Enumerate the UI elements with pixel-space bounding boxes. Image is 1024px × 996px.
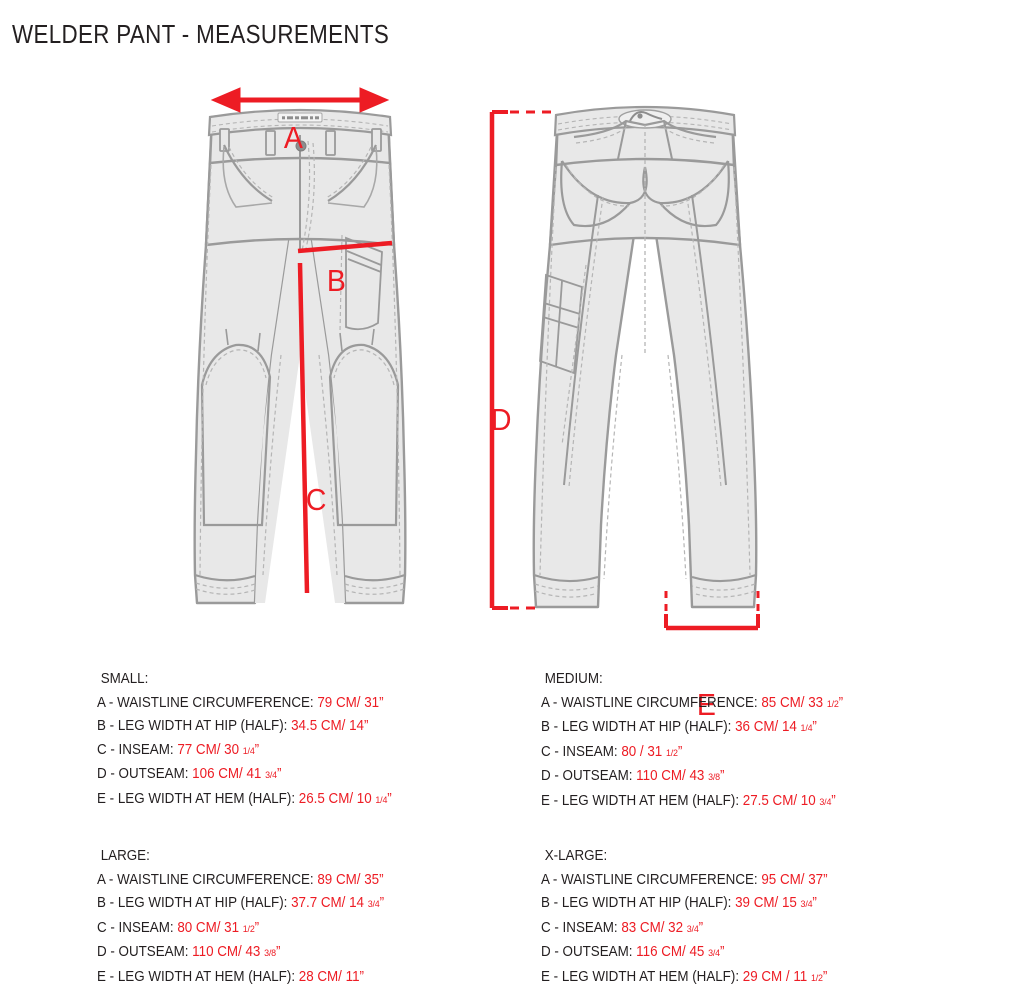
measurement-label: B - LEG WIDTH AT HIP (HALF):: [97, 895, 292, 912]
measurement-value: 34.5 CM/ 14”: [291, 718, 369, 735]
measurement-row: D - OUTSEAM: 106 CM/ 41 3/4”: [97, 763, 392, 788]
measurement-label: D - OUTSEAM:: [541, 944, 637, 961]
brand-label-patch: [277, 112, 323, 123]
measurement-label: D - OUTSEAM:: [97, 766, 193, 783]
measurement-value: 89 CM/ 35”: [317, 871, 384, 888]
dimension-line-d: [489, 110, 556, 610]
size-heading: LARGE:: [100, 848, 150, 864]
measurement-row: E - LEG WIDTH AT HEM (HALF): 29 CM / 11 …: [541, 966, 828, 991]
dimension-arrow-a: [210, 87, 390, 113]
measurement-label: A - WAISTLINE CIRCUMFERENCE:: [97, 871, 318, 888]
measurement-row: A - WAISTLINE CIRCUMFERENCE: 95 CM/ 37”: [541, 869, 828, 893]
technical-drawings-area: A B C D E: [0, 55, 1024, 720]
measurement-row: D - OUTSEAM: 116 CM/ 45 3/4”: [541, 941, 828, 966]
measurement-label: E - LEG WIDTH AT HEM (HALF):: [541, 792, 743, 809]
dimension-label-a: A: [283, 120, 303, 155]
dimension-line-c: [297, 262, 310, 594]
measurement-row: C - INSEAM: 80 / 31 1/2”: [541, 741, 843, 766]
measurement-value: 79 CM/ 31”: [317, 694, 384, 711]
measurement-label: A - WAISTLINE CIRCUMFERENCE:: [541, 871, 762, 888]
size-spec-large: LARGE: A - WAISTLINE CIRCUMFERENCE: 89 CM…: [97, 845, 406, 990]
measurement-row: D - OUTSEAM: 110 CM/ 43 3/8”: [541, 765, 843, 790]
measurement-value: 116 CM/ 45 3/4”: [636, 944, 725, 961]
measurement-label: C - INSEAM:: [97, 919, 178, 936]
measurement-label: D - OUTSEAM:: [97, 944, 193, 961]
measurement-label: A - WAISTLINE CIRCUMFERENCE:: [541, 694, 762, 711]
tool-pocket: [345, 236, 383, 331]
measurement-row: E - LEG WIDTH AT HEM (HALF): 28 CM/ 11”: [97, 966, 384, 990]
size-heading: X-LARGE:: [544, 848, 608, 864]
measurement-row: C - INSEAM: 80 CM/ 31 1/2”: [97, 917, 384, 942]
measurement-value: 29 CM / 11 1/2”: [742, 968, 828, 985]
measurement-value: 39 CM/ 15 3/4”: [735, 895, 817, 912]
measurement-row: B - LEG WIDTH AT HIP (HALF): 34.5 CM/ 14…: [97, 715, 392, 739]
page-title: WELDER PANT - MEASUREMENTS: [12, 19, 390, 49]
measurement-value: 77 CM/ 30 1/4”: [177, 741, 260, 758]
measurement-row: E - LEG WIDTH AT HEM (HALF): 26.5 CM/ 10…: [97, 788, 392, 813]
measurement-value: 85 CM/ 33 1/2”: [761, 694, 844, 711]
measurement-row: E - LEG WIDTH AT HEM (HALF): 27.5 CM/ 10…: [541, 790, 843, 815]
dimension-label-c: C: [305, 482, 327, 517]
measurement-row: C - INSEAM: 77 CM/ 30 1/4”: [97, 739, 392, 764]
size-spec-medium: MEDIUM: A - WAISTLINE CIRCUMFERENCE: 85 C…: [541, 668, 866, 815]
size-heading: SMALL:: [100, 671, 149, 687]
measurement-label: C - INSEAM:: [541, 919, 622, 936]
measurement-row: A - WAISTLINE CIRCUMFERENCE: 79 CM/ 31”: [97, 692, 392, 716]
dimension-label-e: E: [696, 687, 716, 722]
dimension-label-b: B: [326, 263, 346, 298]
measurement-value: 80 CM/ 31 1/2”: [177, 919, 260, 936]
measurement-label: B - LEG WIDTH AT HIP (HALF):: [541, 895, 736, 912]
measurement-value: 36 CM/ 14 1/4”: [735, 719, 817, 736]
measurement-label: B - LEG WIDTH AT HIP (HALF):: [97, 718, 292, 735]
measurement-value: 83 CM/ 32 3/4”: [621, 919, 704, 936]
welder-pant-back-technical-drawing: [489, 105, 760, 631]
measurement-label: D - OUTSEAM:: [541, 768, 637, 785]
dimension-line-b: [297, 240, 393, 254]
measurement-row: A - WAISTLINE CIRCUMFERENCE: 89 CM/ 35”: [97, 869, 384, 893]
measurement-row: B - LEG WIDTH AT HIP (HALF): 39 CM/ 15 3…: [541, 892, 828, 917]
side-utility-pocket: [539, 273, 583, 375]
measurement-label: C - INSEAM:: [541, 743, 622, 760]
measurement-row: A - WAISTLINE CIRCUMFERENCE: 85 CM/ 33 1…: [541, 692, 843, 717]
measurement-label: B - LEG WIDTH AT HIP (HALF):: [541, 719, 736, 736]
measurement-row: B - LEG WIDTH AT HIP (HALF): 36 CM/ 14 1…: [541, 716, 843, 741]
measurement-row: B - LEG WIDTH AT HIP (HALF): 37.7 CM/ 14…: [97, 892, 384, 917]
measurement-label: C - INSEAM:: [97, 741, 178, 758]
measurement-value: 26.5 CM/ 10 1/4”: [298, 790, 392, 807]
measurement-row: D - OUTSEAM: 110 CM/ 43 3/8”: [97, 941, 384, 966]
waist-button: [295, 140, 307, 152]
measurement-value: 110 CM/ 43 3/8”: [636, 768, 725, 785]
measurement-label: E - LEG WIDTH AT HEM (HALF):: [541, 968, 743, 985]
size-spec-small: SMALL: A - WAISTLINE CIRCUMFERENCE: 79 CM…: [97, 668, 414, 813]
measurement-value: 37.7 CM/ 14 3/4”: [291, 895, 385, 912]
dimension-label-d: D: [490, 402, 512, 437]
measurement-value: 27.5 CM/ 10 3/4”: [742, 792, 836, 809]
measurement-label: E - LEG WIDTH AT HEM (HALF):: [97, 968, 299, 985]
size-spec-xlarge: X-LARGE: A - WAISTLINE CIRCUMFERENCE: 95 …: [541, 845, 849, 991]
measurement-value: 106 CM/ 41 3/4”: [192, 766, 282, 783]
measurement-value: 80 / 31 1/2”: [621, 743, 683, 760]
measurement-row: C - INSEAM: 83 CM/ 32 3/4”: [541, 917, 828, 942]
measurement-value: 110 CM/ 43 3/8”: [192, 944, 281, 961]
measurement-value: 95 CM/ 37”: [761, 871, 828, 888]
dimension-line-e: [664, 591, 760, 631]
measurement-value: 28 CM/ 11”: [298, 968, 364, 985]
back-pocket: [560, 160, 730, 228]
measurement-label: E - LEG WIDTH AT HEM (HALF):: [97, 790, 299, 807]
welder-pant-front-technical-drawing: [193, 87, 407, 605]
measurement-label: A - WAISTLINE CIRCUMFERENCE:: [97, 694, 318, 711]
size-heading: MEDIUM:: [544, 671, 603, 687]
